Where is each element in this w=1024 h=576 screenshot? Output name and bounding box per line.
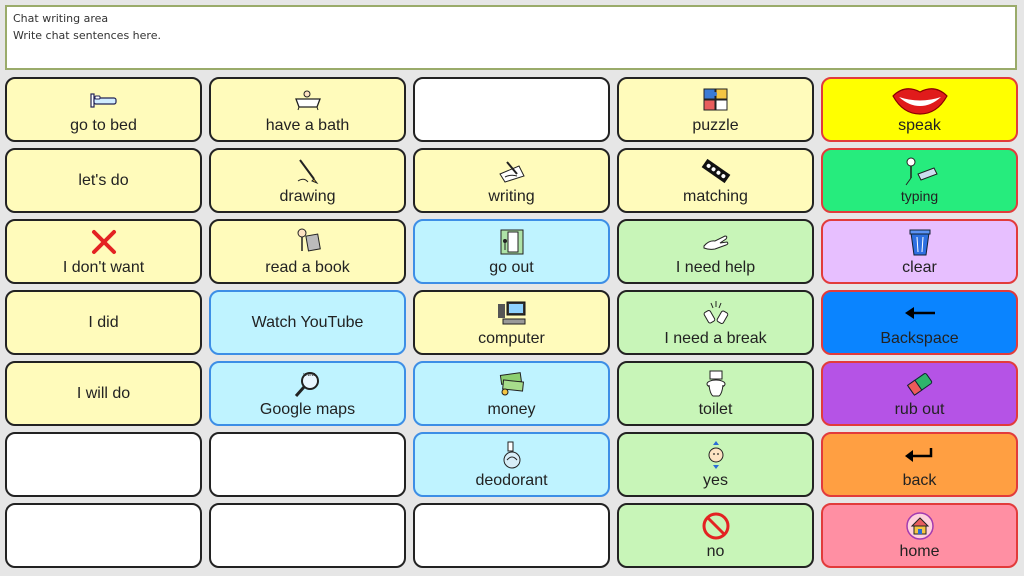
puzzle-icon bbox=[701, 85, 731, 115]
cell-empty-2[interactable] bbox=[413, 77, 610, 142]
cell-label: drawing bbox=[279, 187, 336, 205]
computer-icon bbox=[495, 298, 529, 328]
cell-empty-30[interactable] bbox=[5, 503, 202, 568]
bathtub-icon bbox=[293, 85, 323, 115]
cell-empty-32[interactable] bbox=[413, 503, 610, 568]
cell-label: money bbox=[487, 400, 536, 418]
cell-label: clear bbox=[902, 258, 937, 276]
symbol-grid: go to bed have a bath puzzle speak let's do d… bbox=[5, 77, 1018, 568]
drawing-icon bbox=[294, 156, 322, 186]
cell-i-need-help[interactable]: I need help bbox=[617, 219, 814, 284]
cell-i-need-a-break[interactable]: I need a break bbox=[617, 290, 814, 355]
toilet-icon bbox=[704, 369, 728, 399]
cell-label: Backspace bbox=[880, 329, 959, 347]
cell-label: speak bbox=[898, 116, 941, 134]
reading-icon bbox=[294, 227, 322, 257]
cell-writing[interactable]: writing bbox=[413, 148, 610, 213]
cell-label: I did bbox=[88, 314, 119, 331]
magnifier-icon: www bbox=[293, 369, 323, 399]
cell-drawing[interactable]: drawing bbox=[209, 148, 406, 213]
cell-toilet[interactable]: toilet bbox=[617, 361, 814, 426]
cell-label: I will do bbox=[76, 385, 131, 402]
cell-label: toilet bbox=[698, 400, 733, 418]
cell-computer[interactable]: computer bbox=[413, 290, 610, 355]
cell-label: puzzle bbox=[692, 116, 739, 134]
cell-label: Google maps bbox=[259, 400, 356, 418]
cell-back[interactable]: back bbox=[821, 432, 1018, 497]
cell-label: writing bbox=[488, 187, 535, 205]
cell-money[interactable]: money bbox=[413, 361, 610, 426]
money-icon bbox=[497, 369, 527, 399]
cell-rub-out[interactable]: rub out bbox=[821, 361, 1018, 426]
cell-label: typing bbox=[900, 187, 939, 204]
break-icon bbox=[701, 298, 731, 328]
cell-backspace[interactable]: Backspace bbox=[821, 290, 1018, 355]
cell-watch-youtube[interactable]: Watch YouTube bbox=[209, 290, 406, 355]
cell-clear[interactable]: clear bbox=[821, 219, 1018, 284]
cell-matching[interactable]: matching bbox=[617, 148, 814, 213]
return-icon bbox=[903, 440, 937, 470]
cell-go-to-bed[interactable]: go to bed bbox=[5, 77, 202, 142]
cell-have-a-bath[interactable]: have a bath bbox=[209, 77, 406, 142]
cell-read-a-book[interactable]: read a book bbox=[209, 219, 406, 284]
cell-label: computer bbox=[478, 329, 545, 347]
cell-label: go to bed bbox=[70, 116, 137, 134]
arrow-left-icon bbox=[903, 298, 937, 328]
cell-go-out[interactable]: go out bbox=[413, 219, 610, 284]
matching-icon bbox=[701, 156, 731, 186]
svg-text:www: www bbox=[303, 372, 315, 378]
cell-i-will-do[interactable]: I will do bbox=[5, 361, 202, 426]
cell-home[interactable]: home bbox=[821, 503, 1018, 568]
cell-speak[interactable]: speak bbox=[821, 77, 1018, 142]
cell-empty-25[interactable] bbox=[5, 432, 202, 497]
cell-deodorant[interactable]: deodorant bbox=[413, 432, 610, 497]
cell-label: deodorant bbox=[475, 471, 548, 489]
help-hand-icon bbox=[701, 227, 731, 257]
cell-i-don-t-want[interactable]: I don't want bbox=[5, 219, 202, 284]
cell-label: have a bath bbox=[265, 116, 350, 134]
chat-placeholder: Write chat sentences here. bbox=[13, 29, 161, 42]
cell-puzzle[interactable]: puzzle bbox=[617, 77, 814, 142]
nod-icon bbox=[704, 440, 728, 470]
cell-label: rub out bbox=[894, 400, 945, 418]
deodorant-icon bbox=[498, 440, 526, 470]
house-icon bbox=[905, 511, 935, 541]
door-icon bbox=[498, 227, 526, 257]
cell-empty-31[interactable] bbox=[209, 503, 406, 568]
cell-label: go out bbox=[489, 258, 534, 276]
no-sign-icon bbox=[701, 511, 731, 541]
cell-label: Watch YouTube bbox=[251, 314, 364, 331]
cell-i-did[interactable]: I did bbox=[5, 290, 202, 355]
cell-label: I don't want bbox=[62, 258, 145, 276]
cell-label: no bbox=[706, 542, 725, 560]
typing-icon bbox=[902, 156, 938, 186]
cell-label: I need a break bbox=[664, 329, 767, 347]
cell-label: matching bbox=[683, 187, 748, 205]
writing-icon bbox=[497, 156, 527, 186]
chat-area-title: Chat writing area bbox=[13, 12, 109, 25]
cell-let-s-do[interactable]: let's do bbox=[5, 148, 202, 213]
cell-label: read a book bbox=[265, 258, 350, 276]
cell-label: yes bbox=[703, 471, 728, 489]
cell-no[interactable]: no bbox=[617, 503, 814, 568]
eraser-icon bbox=[904, 369, 936, 399]
lips-icon bbox=[891, 85, 949, 115]
cell-label: let's do bbox=[78, 172, 129, 189]
bed-icon bbox=[89, 85, 119, 115]
cell-label: home bbox=[899, 542, 940, 560]
chat-writing-area[interactable]: Chat writing area Write chat sentences h… bbox=[5, 5, 1017, 70]
cell-yes[interactable]: yes bbox=[617, 432, 814, 497]
cell-empty-26[interactable] bbox=[209, 432, 406, 497]
trash-icon bbox=[907, 227, 933, 257]
cell-typing[interactable]: typing bbox=[821, 148, 1018, 213]
cell-label: back bbox=[902, 471, 937, 489]
red-x-icon bbox=[90, 227, 118, 257]
cell-label: I need help bbox=[675, 258, 756, 276]
